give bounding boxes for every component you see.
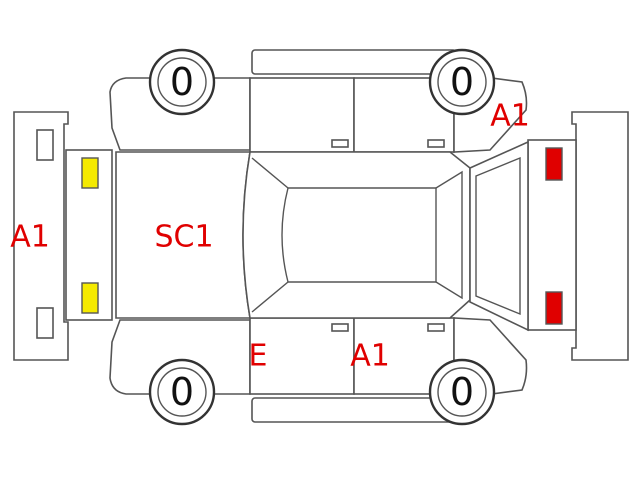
- tire-rear-right-value: 0: [450, 370, 474, 414]
- tire-front-left: 0: [148, 48, 216, 116]
- door-handle-rear-bottom: [427, 323, 445, 332]
- rear-lamp-top: [545, 147, 563, 181]
- mark-side-lower-front: E: [249, 339, 268, 374]
- door-handle-front-top: [331, 139, 349, 148]
- door-handle-rear-top: [427, 139, 445, 148]
- front-lamp-bottom: [81, 282, 99, 314]
- mark-hood: SC1: [154, 220, 213, 255]
- roof-rail-top: [251, 49, 457, 75]
- front-bumper: [13, 111, 69, 361]
- rear-window: [435, 170, 463, 300]
- trunk-inner: [475, 156, 521, 316]
- tire-front-right-value: 0: [170, 370, 194, 414]
- tire-rear-left-value: 0: [450, 60, 474, 104]
- tire-front-right: 0: [148, 358, 216, 426]
- door-handle-front-bottom: [331, 323, 349, 332]
- windshield: [251, 157, 289, 313]
- tire-front-left-value: 0: [170, 60, 194, 104]
- rear-panel: [527, 139, 577, 331]
- front-grille: [65, 149, 113, 321]
- cabin-outline: [242, 151, 471, 319]
- trunk-lid: [469, 140, 529, 332]
- roof-panel: [288, 187, 437, 283]
- front-bumper-slot-top: [36, 129, 54, 161]
- tire-rear-left: 0: [428, 48, 496, 116]
- rear-lamp-bottom: [545, 291, 563, 325]
- front-lamp-top: [81, 157, 99, 189]
- mark-side-lower-rear: A1: [350, 339, 390, 374]
- roof-rail-bottom: [251, 397, 457, 423]
- mark-rear-quarter-top: A1: [490, 99, 530, 134]
- front-bumper-slot-bottom: [36, 307, 54, 339]
- mark-front-bumper: A1: [10, 220, 50, 255]
- rear-bumper: [571, 111, 629, 361]
- tire-rear-right: 0: [428, 358, 496, 426]
- cabin-top-view: [242, 140, 529, 332]
